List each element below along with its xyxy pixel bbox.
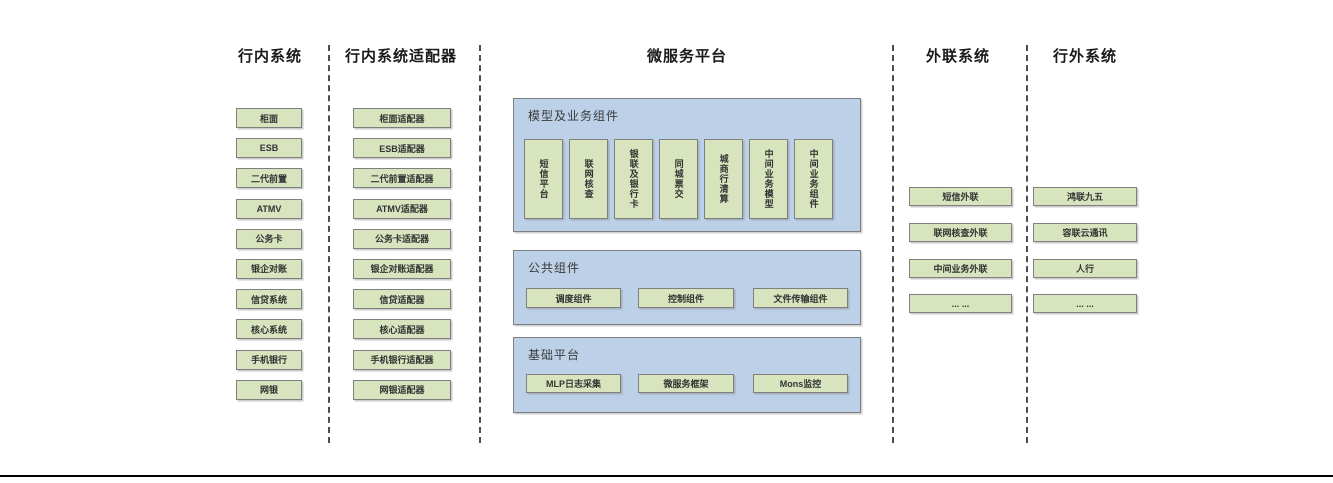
- bottom-baseline: [0, 475, 1333, 477]
- node-sms-platform: 短信平台: [524, 139, 563, 219]
- column-divider: [328, 45, 330, 443]
- panel-label: 公共组件: [528, 261, 581, 275]
- node-atmv-adapter: ATMV适配器: [353, 198, 451, 219]
- node-outlink-more: ... ...: [909, 294, 1012, 314]
- node-erdai-qianzhi-adapter: 二代前置适配器: [353, 168, 451, 189]
- node-intermediate-business-outlink: 中间业务外联: [909, 258, 1012, 278]
- node-gongwuka-adapter: 公务卡适配器: [353, 228, 451, 249]
- column-title-internal-systems: 行内系统: [237, 48, 302, 65]
- node-external-more: ... ...: [1033, 294, 1137, 314]
- node-mlp-log-collection: MLP日志采集: [526, 374, 621, 393]
- base-platform-panel: 基础平台 MLP日志采集 微服务框架 Mons监控: [513, 337, 861, 413]
- node-unionpay-bankcard: 银联及银行卡: [614, 139, 653, 219]
- node-intermediate-business-component: 中间业务组件: [794, 139, 833, 219]
- column-divider: [479, 45, 481, 443]
- node-yinqi-duizhang: 银企对账: [236, 258, 302, 279]
- column-title-outlink-systems: 外联系统: [925, 48, 990, 65]
- node-esb: ESB: [236, 138, 302, 159]
- node-online-verification-outlink: 联网核查外联: [909, 222, 1012, 242]
- node-ronglian-cloud: 容联云通讯: [1033, 222, 1137, 242]
- node-pboc: 人行: [1033, 258, 1137, 278]
- node-intermediate-business-model: 中间业务模型: [749, 139, 788, 219]
- node-wangyin-adapter: 网银适配器: [353, 379, 451, 400]
- node-wangyin: 网银: [236, 379, 302, 400]
- external-systems-column: 鸿联九五 容联云通讯 人行 ... ...: [1033, 187, 1137, 314]
- node-file-transfer-component: 文件传输组件: [753, 288, 848, 308]
- common-components-panel: 公共组件 调度组件 控制组件 文件传输组件: [513, 250, 861, 325]
- node-erdai-qianzhi: 二代前置: [236, 168, 302, 189]
- node-city-bill-exchange: 同城票交: [659, 139, 698, 219]
- node-scheduling-component: 调度组件: [526, 288, 621, 308]
- internal-adapters-column: 柜面适配器 ESB适配器 二代前置适配器 ATMV适配器 公务卡适配器 银企对账…: [353, 108, 451, 400]
- node-online-verification: 联网核查: [569, 139, 608, 219]
- node-city-bank-clearing: 城商行清算: [704, 139, 743, 219]
- node-hexin-adapter: 核心适配器: [353, 319, 451, 340]
- model-business-components-panel: 模型及业务组件 短信平台 联网核查 银联及银行卡 同城票交 城商行清算 中间业务…: [513, 98, 861, 232]
- node-esb-adapter: ESB适配器: [353, 138, 451, 159]
- node-microservice-framework: 微服务框架: [638, 374, 734, 393]
- node-atmv: ATMV: [236, 198, 302, 219]
- node-gongwuka: 公务卡: [236, 228, 302, 249]
- column-divider: [892, 45, 894, 443]
- node-xindai-xitong: 信贷系统: [236, 289, 302, 310]
- node-guimian: 柜面: [236, 108, 302, 128]
- node-honglian-95: 鸿联九五: [1033, 187, 1137, 206]
- outlink-systems-column: 短信外联 联网核查外联 中间业务外联 ... ...: [909, 187, 1012, 314]
- column-divider: [1026, 45, 1028, 443]
- column-title-external-systems: 行外系统: [1052, 48, 1117, 65]
- node-shouji-yinhang-adapter: 手机银行适配器: [353, 349, 451, 370]
- panel-label: 模型及业务组件: [528, 109, 620, 123]
- column-title-microservice-platform: 微服务平台: [646, 48, 727, 65]
- internal-systems-column: 柜面 ESB 二代前置 ATMV 公务卡 银企对账 信贷系统 核心系统 手机银行…: [236, 108, 302, 400]
- panel-label: 基础平台: [528, 348, 581, 362]
- node-sms-outlink: 短信外联: [909, 187, 1012, 206]
- model-components-row: 短信平台 联网核查 银联及银行卡 同城票交 城商行清算 中间业务模型 中间业务组…: [524, 139, 833, 219]
- node-hexin-xitong: 核心系统: [236, 319, 302, 340]
- node-xindai-adapter: 信贷适配器: [353, 289, 451, 310]
- node-shouji-yinhang: 手机银行: [236, 349, 302, 370]
- node-control-component: 控制组件: [638, 288, 734, 308]
- node-yinqi-duizhang-adapter: 银企对账适配器: [353, 258, 451, 279]
- node-guimian-adapter: 柜面适配器: [353, 108, 451, 128]
- node-mons-monitoring: Mons监控: [753, 374, 848, 393]
- column-title-internal-adapters: 行内系统适配器: [344, 48, 457, 65]
